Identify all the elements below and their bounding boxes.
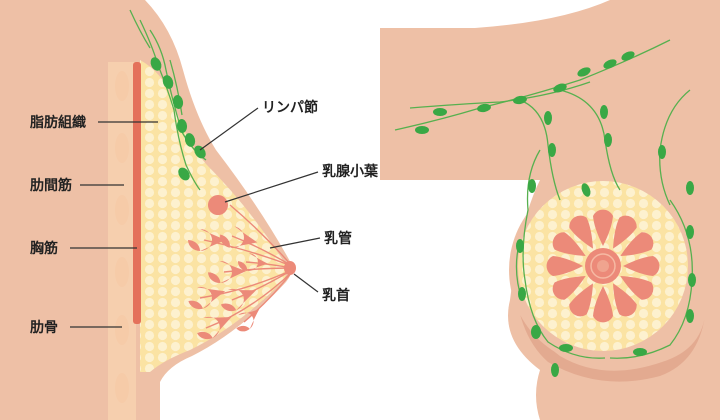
lobule xyxy=(208,261,246,283)
label-rib: 肋骨 xyxy=(30,319,58,336)
lymph-node xyxy=(178,167,190,181)
rib-bone xyxy=(115,373,129,403)
lobule xyxy=(593,286,613,323)
lymph-node xyxy=(633,348,647,356)
lymph-node xyxy=(548,143,556,157)
lymph-node xyxy=(184,133,196,147)
lymph-node xyxy=(686,309,694,323)
lymph-node xyxy=(553,83,567,93)
lobule xyxy=(569,215,593,249)
lobule xyxy=(188,229,226,251)
lobule xyxy=(220,226,258,249)
label-lymph-node: リンパ節 xyxy=(262,99,318,116)
lobule xyxy=(613,283,637,317)
leader-line-nipple xyxy=(293,273,319,293)
lymph-node xyxy=(194,145,206,159)
label-lobule: 乳腺小葉 xyxy=(322,163,379,180)
pectoral-muscle xyxy=(133,62,141,324)
lymph-node xyxy=(162,75,174,89)
lymph-node xyxy=(559,344,573,352)
lymph-node xyxy=(544,111,552,125)
lymph-node xyxy=(658,145,666,159)
lobule xyxy=(613,215,637,249)
lymph-node xyxy=(686,225,694,239)
rib-bone xyxy=(115,71,129,101)
lymph-node xyxy=(621,51,635,61)
lobules xyxy=(188,195,268,340)
areola-ring xyxy=(590,253,616,279)
rib-bone xyxy=(115,133,129,163)
lymph-node xyxy=(477,103,491,113)
duct-line xyxy=(199,269,293,299)
front-lymph-nodes xyxy=(415,51,696,377)
lymph-node xyxy=(531,325,541,339)
lymph-node xyxy=(604,133,612,147)
lobule xyxy=(620,276,654,300)
lymph-node xyxy=(577,67,591,77)
lobule xyxy=(552,232,586,256)
duct-line xyxy=(229,204,293,267)
lymph-node xyxy=(551,363,559,377)
duct-line xyxy=(243,271,293,323)
label-fat-tissue: 脂肪組織 xyxy=(29,114,86,131)
lobule xyxy=(546,256,583,276)
lobule xyxy=(620,232,654,256)
lymph-node xyxy=(518,287,526,301)
lymph-node xyxy=(513,95,527,105)
side-lymph-nodes xyxy=(150,57,206,181)
lobule xyxy=(593,209,613,246)
rib-bone xyxy=(115,315,129,345)
rib-bone xyxy=(115,195,129,225)
nipple-front xyxy=(597,260,609,272)
leader-lines xyxy=(70,107,321,328)
lymph-node xyxy=(528,179,536,193)
radial-lobules xyxy=(546,209,660,323)
rib-column xyxy=(108,62,136,420)
label-pectoral-muscle: 胸筋 xyxy=(30,240,58,257)
leader-line-duct xyxy=(269,237,321,249)
label-nipple: 乳首 xyxy=(322,287,350,304)
label-intercostal-muscle: 肋間筋 xyxy=(30,177,72,194)
front-view xyxy=(380,0,720,420)
lymph-node xyxy=(176,119,188,133)
rib-bones xyxy=(115,71,129,403)
lobule xyxy=(220,288,257,312)
lymph-node xyxy=(433,108,447,116)
lobule xyxy=(238,253,268,271)
lobule xyxy=(623,256,660,276)
side-view xyxy=(0,0,296,420)
lobule xyxy=(188,286,226,310)
lymph-node xyxy=(581,183,591,197)
lymph-node xyxy=(150,57,162,71)
lymph-node xyxy=(688,273,696,287)
lobule xyxy=(569,283,593,317)
leader-line-lymph xyxy=(199,107,259,151)
label-duct: 乳管 xyxy=(324,230,352,247)
lymph-node xyxy=(516,239,524,253)
lobule xyxy=(207,195,228,216)
duct-line xyxy=(205,271,293,329)
nipple xyxy=(284,261,296,275)
leader-line-lobule xyxy=(224,171,319,203)
lobule xyxy=(552,276,586,300)
lymph-node xyxy=(172,95,184,109)
lymph-node xyxy=(603,59,617,69)
lobule xyxy=(197,316,232,340)
lobule xyxy=(236,309,260,332)
lymph-node xyxy=(686,181,694,195)
lymph-node xyxy=(600,105,608,119)
rib-bone xyxy=(115,257,129,287)
lymph-node xyxy=(415,126,429,134)
